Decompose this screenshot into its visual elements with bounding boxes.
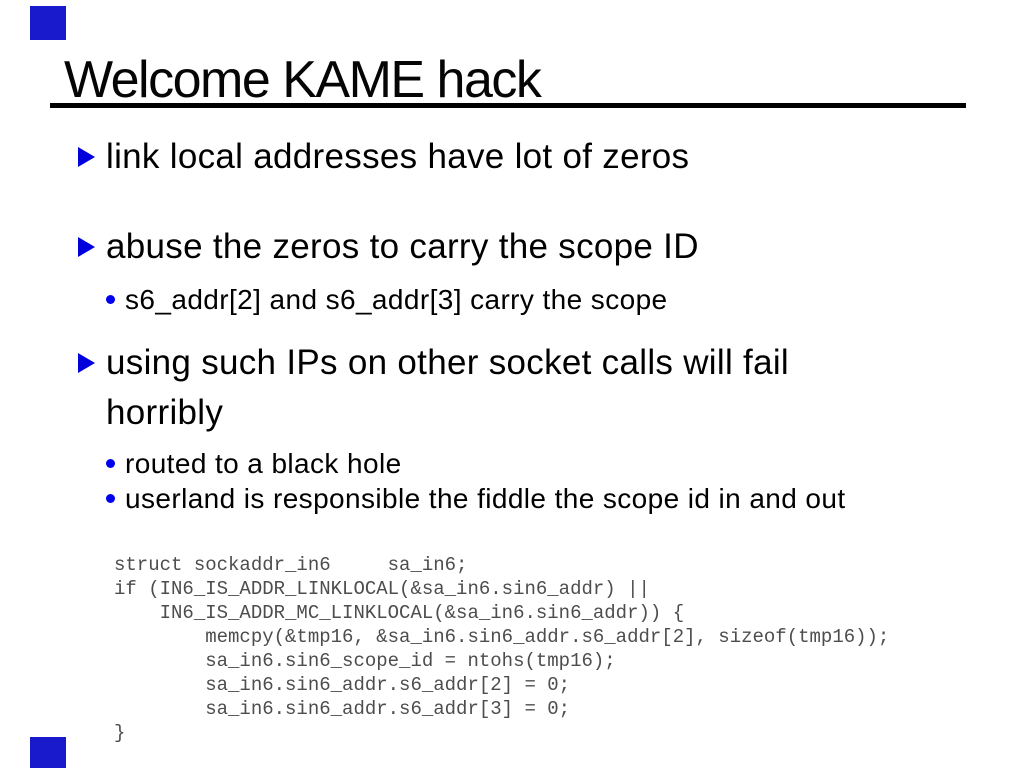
bullet-item-socket-calls: using such IPs on other socket calls wil…	[78, 338, 846, 438]
triangle-right-icon	[78, 353, 95, 373]
triangle-right-icon	[78, 147, 95, 167]
bullet-text: abuse the zeros to carry the scope ID	[106, 227, 699, 266]
code-block: struct sockaddr_in6 sa_in6; if (IN6_IS_A…	[114, 554, 890, 744]
bottom-left-blue-square	[30, 737, 66, 768]
triangle-right-icon	[78, 237, 95, 257]
dot-icon	[106, 459, 115, 468]
sub-bullet-userland: userland is responsible the fiddle the s…	[106, 482, 846, 516]
bullet-text: using such IPs on other socket calls wil…	[106, 343, 789, 432]
bullet-item-link-local: link local addresses have lot of zeros	[78, 132, 689, 182]
dot-icon	[106, 494, 115, 503]
top-left-blue-square	[30, 6, 66, 40]
slide-title: Welcome KAME hack	[64, 51, 542, 109]
sub-bullet-s6addr: s6_addr[2] and s6_addr[3] carry the scop…	[106, 283, 668, 317]
sub-bullet-black-hole: routed to a black hole	[106, 447, 402, 481]
bullet-text: link local addresses have lot of zeros	[106, 137, 690, 176]
sub-bullet-text: routed to a black hole	[125, 448, 402, 479]
title-underline	[50, 103, 966, 108]
sub-bullet-text: s6_addr[2] and s6_addr[3] carry the scop…	[125, 284, 668, 315]
dot-icon	[106, 295, 115, 304]
bullet-item-abuse-zeros: abuse the zeros to carry the scope ID	[78, 222, 699, 272]
sub-bullet-text: userland is responsible the fiddle the s…	[125, 483, 846, 514]
